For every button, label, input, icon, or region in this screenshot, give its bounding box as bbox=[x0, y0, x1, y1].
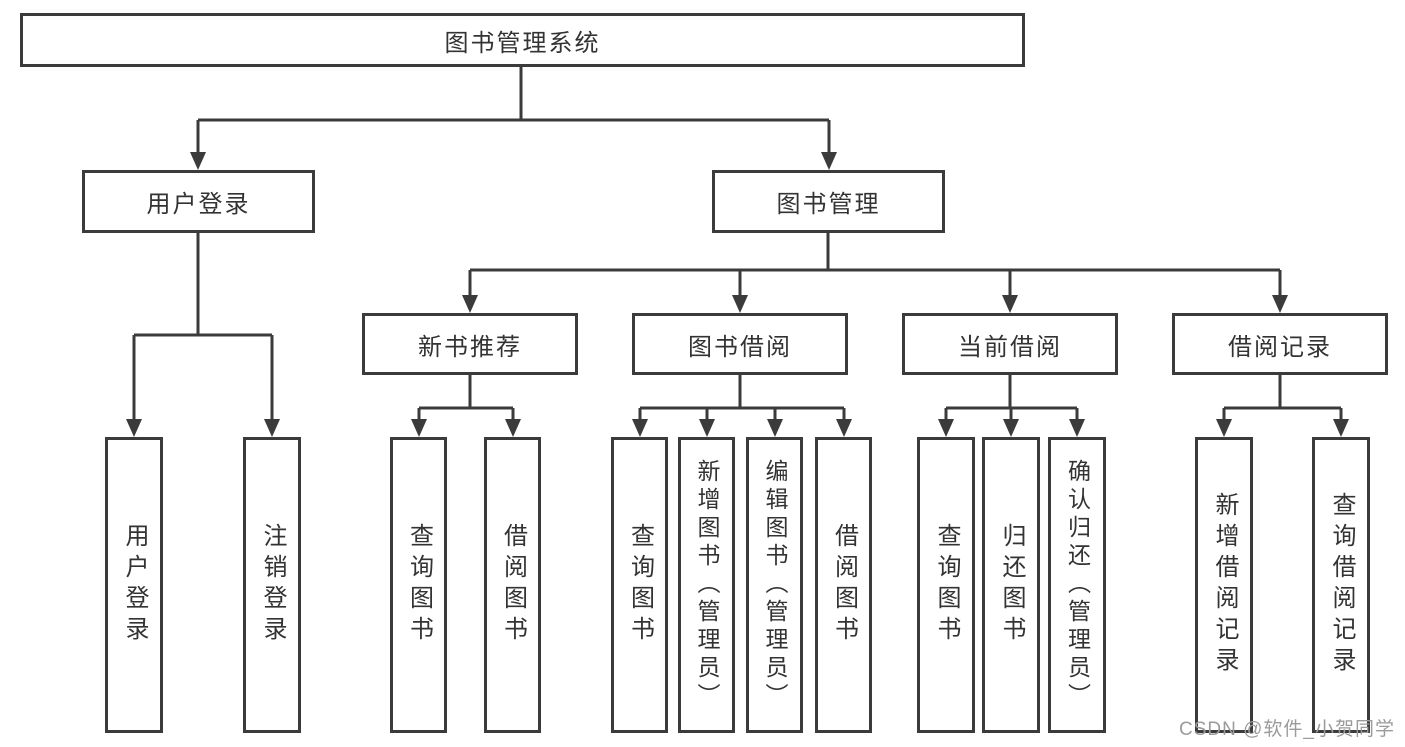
node-label: 查询图书 bbox=[933, 523, 960, 647]
leaf-borrow-books: 借阅图书 bbox=[815, 437, 872, 733]
node-new-book-recommend: 新书推荐 bbox=[362, 313, 578, 375]
leaf-logout: 注销登录 bbox=[243, 437, 301, 733]
node-label: 查询图书 bbox=[626, 523, 654, 647]
node-label: 确认归还（管理员） bbox=[1064, 459, 1091, 711]
node-label: 图书管理系统 bbox=[444, 29, 601, 57]
node-label: 查询借阅记录 bbox=[1328, 492, 1355, 678]
leaf-current-query-books: 查询图书 bbox=[917, 437, 975, 733]
node-label: 借阅图书 bbox=[499, 523, 527, 647]
node-label: 新书推荐 bbox=[418, 333, 522, 361]
node-label: 编辑图书（管理员） bbox=[762, 459, 788, 711]
leaf-confirm-return-admin: 确认归还（管理员） bbox=[1048, 437, 1106, 733]
node-borrowing-records: 借阅记录 bbox=[1172, 313, 1388, 375]
leaf-add-books-admin: 新增图书（管理员） bbox=[678, 437, 735, 733]
node-label: 借阅记录 bbox=[1228, 333, 1332, 361]
node-label: 新增图书（管理员） bbox=[694, 459, 720, 711]
node-label: 当前借阅 bbox=[958, 333, 1062, 361]
node-label: 图书管理 bbox=[776, 191, 881, 218]
node-label: 新增借阅记录 bbox=[1211, 492, 1238, 678]
leaf-recommend-borrow-books: 借阅图书 bbox=[484, 437, 541, 733]
leaf-query-borrow-record: 查询借阅记录 bbox=[1312, 437, 1370, 733]
node-label: 借阅图书 bbox=[830, 523, 858, 647]
node-label: 用户登录 bbox=[121, 523, 148, 647]
node-label: 图书借阅 bbox=[688, 333, 792, 361]
node-label: 用户登录 bbox=[146, 191, 251, 218]
leaf-edit-books-admin: 编辑图书（管理员） bbox=[746, 437, 803, 733]
csdn-watermark: CSDN @软件_小贺同学 bbox=[1179, 719, 1395, 740]
leaf-borrowing-query-books: 查询图书 bbox=[611, 437, 668, 733]
leaf-add-borrow-record: 新增借阅记录 bbox=[1195, 437, 1253, 733]
node-book-management: 图书管理 bbox=[712, 170, 945, 233]
node-label: 注销登录 bbox=[259, 523, 286, 647]
leaf-recommend-query-books: 查询图书 bbox=[390, 437, 447, 733]
leaf-return-books: 归还图书 bbox=[982, 437, 1040, 733]
leaf-user-login: 用户登录 bbox=[105, 437, 163, 733]
node-library-management-system: 图书管理系统 bbox=[20, 13, 1025, 67]
node-current-borrowing: 当前借阅 bbox=[902, 313, 1118, 375]
node-book-borrowing: 图书借阅 bbox=[632, 313, 848, 375]
node-user-login: 用户登录 bbox=[82, 170, 315, 233]
node-label: 归还图书 bbox=[998, 523, 1025, 647]
node-label: 查询图书 bbox=[405, 523, 433, 647]
